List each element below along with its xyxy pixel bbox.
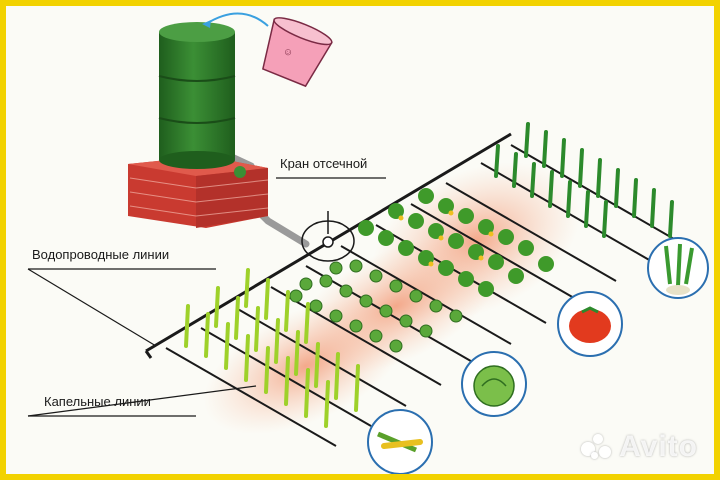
corn-icon [367, 409, 433, 474]
tomato-fruits [398, 210, 494, 267]
avito-watermark: Avito [579, 430, 698, 464]
drip-irrigation-diagram: ☺ [27, 12, 709, 474]
cabbage-icon [461, 351, 527, 417]
leek-plants [494, 122, 674, 238]
tomato-plants [358, 188, 554, 297]
valve-icon [301, 211, 355, 262]
water-lines-label: Водопроводные линии [32, 247, 170, 262]
corn-plants [184, 268, 360, 428]
cabbage-plants [289, 259, 463, 353]
drip-lines-label: Капельные линии [44, 394, 151, 409]
leek-icon [647, 237, 709, 299]
bucket-icon: ☺ [202, 12, 333, 88]
tomato-icon [557, 291, 623, 357]
svg-text:☺: ☺ [281, 46, 295, 60]
avito-text: Avito [619, 430, 698, 463]
valve-label: Кран отсечной [280, 156, 368, 171]
water-tank [158, 22, 246, 178]
avito-logo-icon [579, 432, 613, 462]
leader-lines [27, 177, 386, 417]
